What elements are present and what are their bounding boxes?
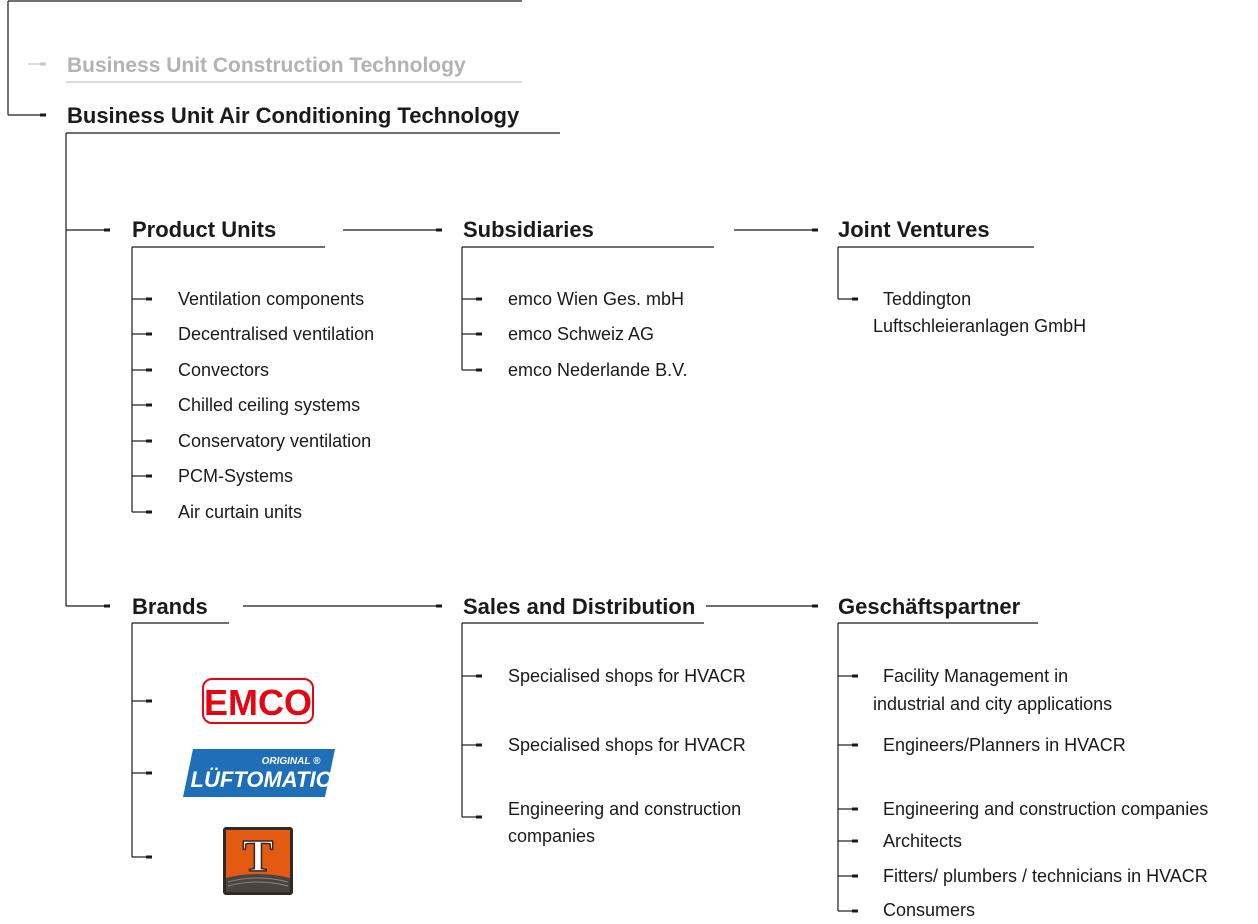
list-item: Specialised shops for HVACR [508,735,746,755]
sales-title: Sales and Distribution [463,594,696,619]
list-item: Air curtain units [178,502,303,522]
list-item: Fitters/ plumbers / technicians in HVACR [883,866,1208,886]
emco-logo-text: EMCO [204,682,312,723]
partners-title: Geschäftspartner [838,594,1021,619]
emco-logo: EMCO [202,678,314,729]
list-item: Luftschleieranlagen GmbH [873,316,1087,336]
list-item: Specialised shops for HVACR [508,666,746,686]
luftomatic-main-text: LÜFTOMATIC [191,767,333,792]
luftomatic-logo: ORIGINAL ® LÜFTOMATIC [183,749,335,802]
list-item: emco Wien Ges. mbH [508,289,685,309]
construction-unit-label: Business Unit Construction Technology [67,54,466,77]
subsidiaries-title: Subsidiaries [463,217,594,242]
list-item: companies [508,826,596,846]
list-item: Chilled ceiling systems [178,395,361,415]
brands-title: Brands [132,594,208,619]
list-item: emco Schweiz AG [508,324,655,344]
list-item: Architects [883,831,963,851]
air-conditioning-unit-label: Business Unit Air Conditioning Technolog… [67,103,520,128]
list-item: PCM-Systems [178,466,294,486]
list-item: Teddington [883,289,972,309]
teddington-logo-letter: T [243,830,274,881]
list-item: emco Nederlande B.V. [508,360,688,380]
product-units-title: Product Units [132,217,277,242]
joint-ventures-title: Joint Ventures [838,217,990,242]
list-item: Convectors [178,360,270,380]
list-item: Decentralised ventilation [178,324,375,344]
luftomatic-original-text: ORIGINAL ® [262,756,321,767]
list-item: Engineering and construction companies [883,799,1209,819]
list-item: Facility Management in [883,666,1069,686]
list-item: Engineering and construction [508,799,742,819]
list-item: Engineers/Planners in HVACR [883,735,1126,755]
list-item: Consumers [883,900,976,920]
teddington-logo: T [222,826,294,901]
list-item: industrial and city applications [873,694,1113,714]
list-item: Conservatory ventilation [178,431,372,451]
list-item: Ventilation components [178,289,365,309]
